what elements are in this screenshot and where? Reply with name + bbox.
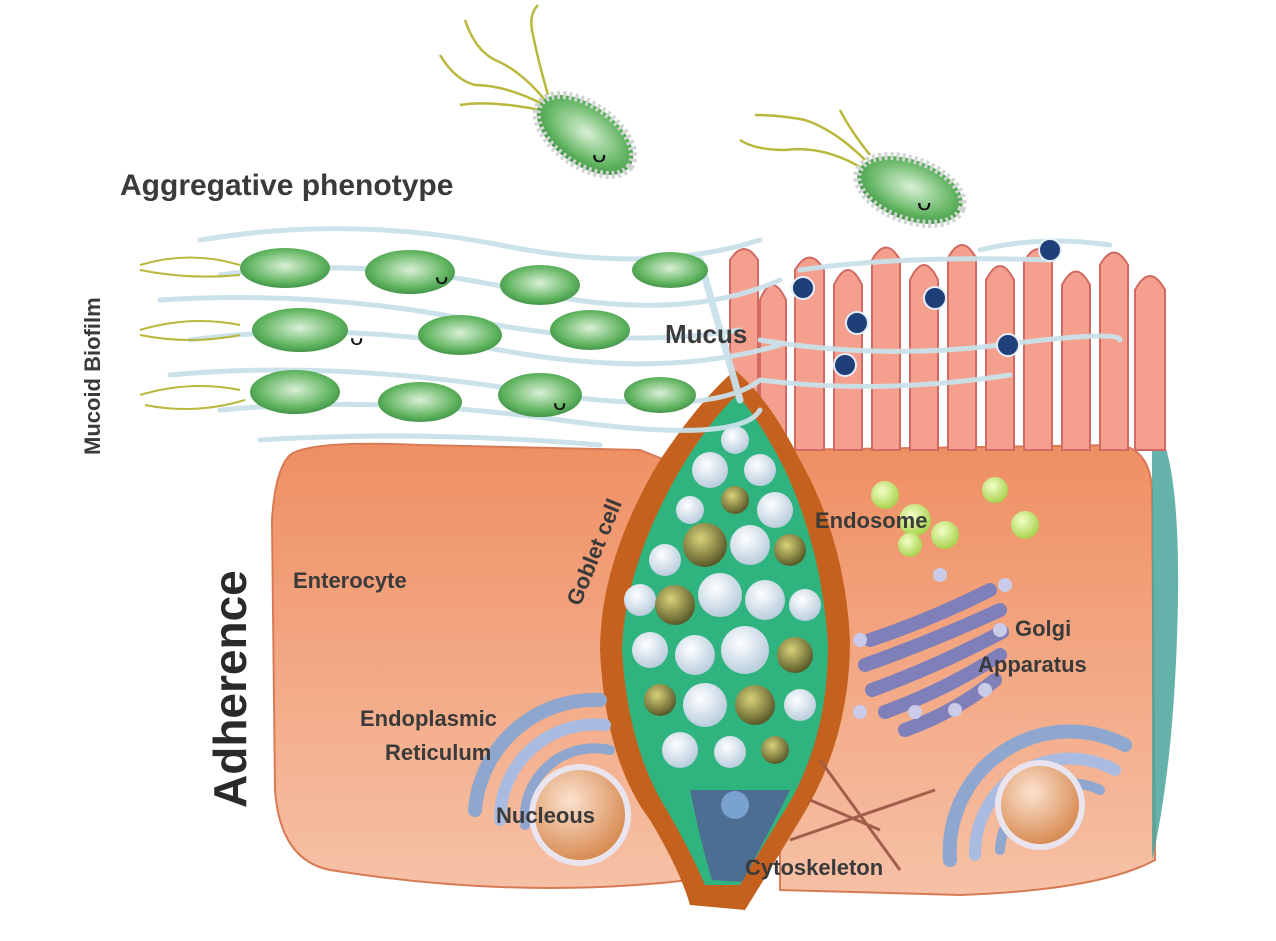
label-endosome: Endosome: [815, 508, 927, 533]
nucleus-right: [942, 724, 1132, 867]
label-apparatus: Apparatus: [978, 652, 1087, 677]
microvilli: [729, 244, 1166, 451]
free-bacterium-1: ᴗ: [438, 4, 638, 179]
smiley-face-icon: ᴗ: [592, 138, 606, 168]
bacterium-icon: [139, 370, 340, 414]
bacterium-icon: ᴗ: [498, 373, 582, 417]
receptors: [791, 238, 1062, 377]
smiley-face-icon: ᴗ: [350, 324, 363, 351]
mucin-granules: [624, 426, 821, 819]
label-golgi: Golgi: [1015, 616, 1071, 641]
bacterium-icon: ᴗ: [365, 250, 455, 294]
label-mucoid-biofilm: Mucoid Biofilm: [80, 297, 105, 455]
receptor-icon: [996, 333, 1020, 357]
receptor-icon: [791, 276, 815, 300]
label-adherence: Adherence: [204, 570, 256, 808]
bacterium-icon: [500, 265, 580, 305]
bacterium-icon: [624, 377, 696, 413]
bacterium-icon: [139, 248, 330, 288]
label-aggregative-phenotype: Aggregative phenotype: [120, 169, 453, 202]
free-bacterium-2: ᴗ: [739, 109, 967, 228]
label-endoplasmic: Endoplasmic: [360, 706, 497, 731]
goblet-cell-base: [690, 790, 790, 882]
golgi-apparatus: [853, 568, 1012, 737]
label-reticulum: Reticulum: [385, 740, 491, 765]
label-mucus: Mucus: [665, 319, 747, 349]
smiley-face-icon: ᴗ: [435, 263, 448, 290]
bacterium-icon: ᴗ: [139, 308, 363, 352]
smiley-face-icon: ᴗ: [917, 186, 931, 216]
goblet-cell: [600, 370, 850, 910]
cell-side-wall: [1152, 420, 1179, 860]
label-cytoskeleton: Cytoskeleton: [745, 855, 883, 880]
receptor-icon: [833, 353, 857, 377]
receptor-icon: [845, 311, 869, 335]
endosome-vesicles: [871, 477, 1039, 557]
smiley-face-icon: ᴗ: [553, 389, 566, 416]
bacterium-icon: [550, 310, 630, 350]
nucleus-left: [468, 692, 631, 866]
bacterium-icon: [853, 152, 967, 228]
label-enterocyte: Enterocyte: [293, 568, 407, 593]
bacterium-icon: [418, 315, 502, 355]
receptor-icon: [1038, 238, 1062, 262]
biofilm-bacteria: ᴗ ᴗ ᴗ: [139, 248, 708, 422]
cytoskeleton-fibers: [789, 759, 936, 871]
bacterium-icon: [532, 91, 638, 179]
labels: Aggregative phenotype Mucoid Biofilm Adh…: [80, 169, 1087, 880]
bacterium-icon: [632, 252, 708, 288]
label-nucleous: Nucleous: [496, 803, 595, 828]
bacterium-icon: [378, 382, 462, 422]
receptor-icon: [923, 286, 947, 310]
